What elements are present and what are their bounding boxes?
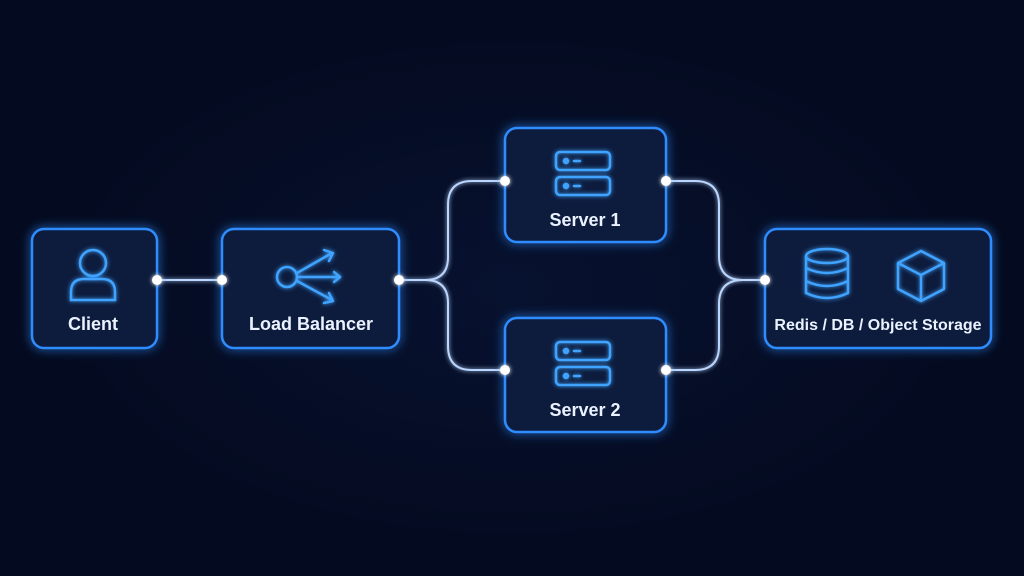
node-server2[interactable]: Server 2	[503, 316, 668, 434]
port-load-balancer-left	[217, 275, 227, 285]
user-icon	[69, 248, 117, 302]
node-client[interactable]: Client	[30, 227, 159, 350]
port-server1-right	[661, 176, 671, 186]
node-label-server2: Server 2	[549, 400, 620, 420]
split-arrows-icon	[275, 248, 342, 305]
port-load-balancer-right	[394, 275, 404, 285]
node-load-balancer[interactable]: Load Balancer	[220, 227, 401, 350]
connection-ports	[152, 176, 770, 375]
edge-server2-to-storage	[666, 279, 744, 371]
server-rack-icon	[554, 340, 612, 387]
port-client-right	[152, 275, 162, 285]
server-rack-icon	[554, 150, 612, 197]
node-label-storage: Redis / DB / Object Storage	[774, 317, 981, 334]
node-label-client: Client	[68, 314, 118, 334]
node-label-load-balancer: Load Balancer	[249, 314, 373, 334]
cube-icon	[896, 249, 946, 303]
port-server2-right	[661, 365, 671, 375]
edge-load-balancer-to-server1	[399, 180, 505, 281]
edge-server1-to-storage	[666, 180, 765, 281]
connectors	[157, 180, 765, 371]
node-storage[interactable]: Redis / DB / Object Storage	[763, 227, 993, 350]
port-storage-left	[760, 275, 770, 285]
node-label-server1: Server 1	[549, 210, 620, 230]
database-icon	[804, 247, 850, 300]
node-server1[interactable]: Server 1	[503, 126, 668, 244]
port-server1-left	[500, 176, 510, 186]
port-server2-left	[500, 365, 510, 375]
edge-load-balancer-to-server2	[399, 279, 505, 371]
